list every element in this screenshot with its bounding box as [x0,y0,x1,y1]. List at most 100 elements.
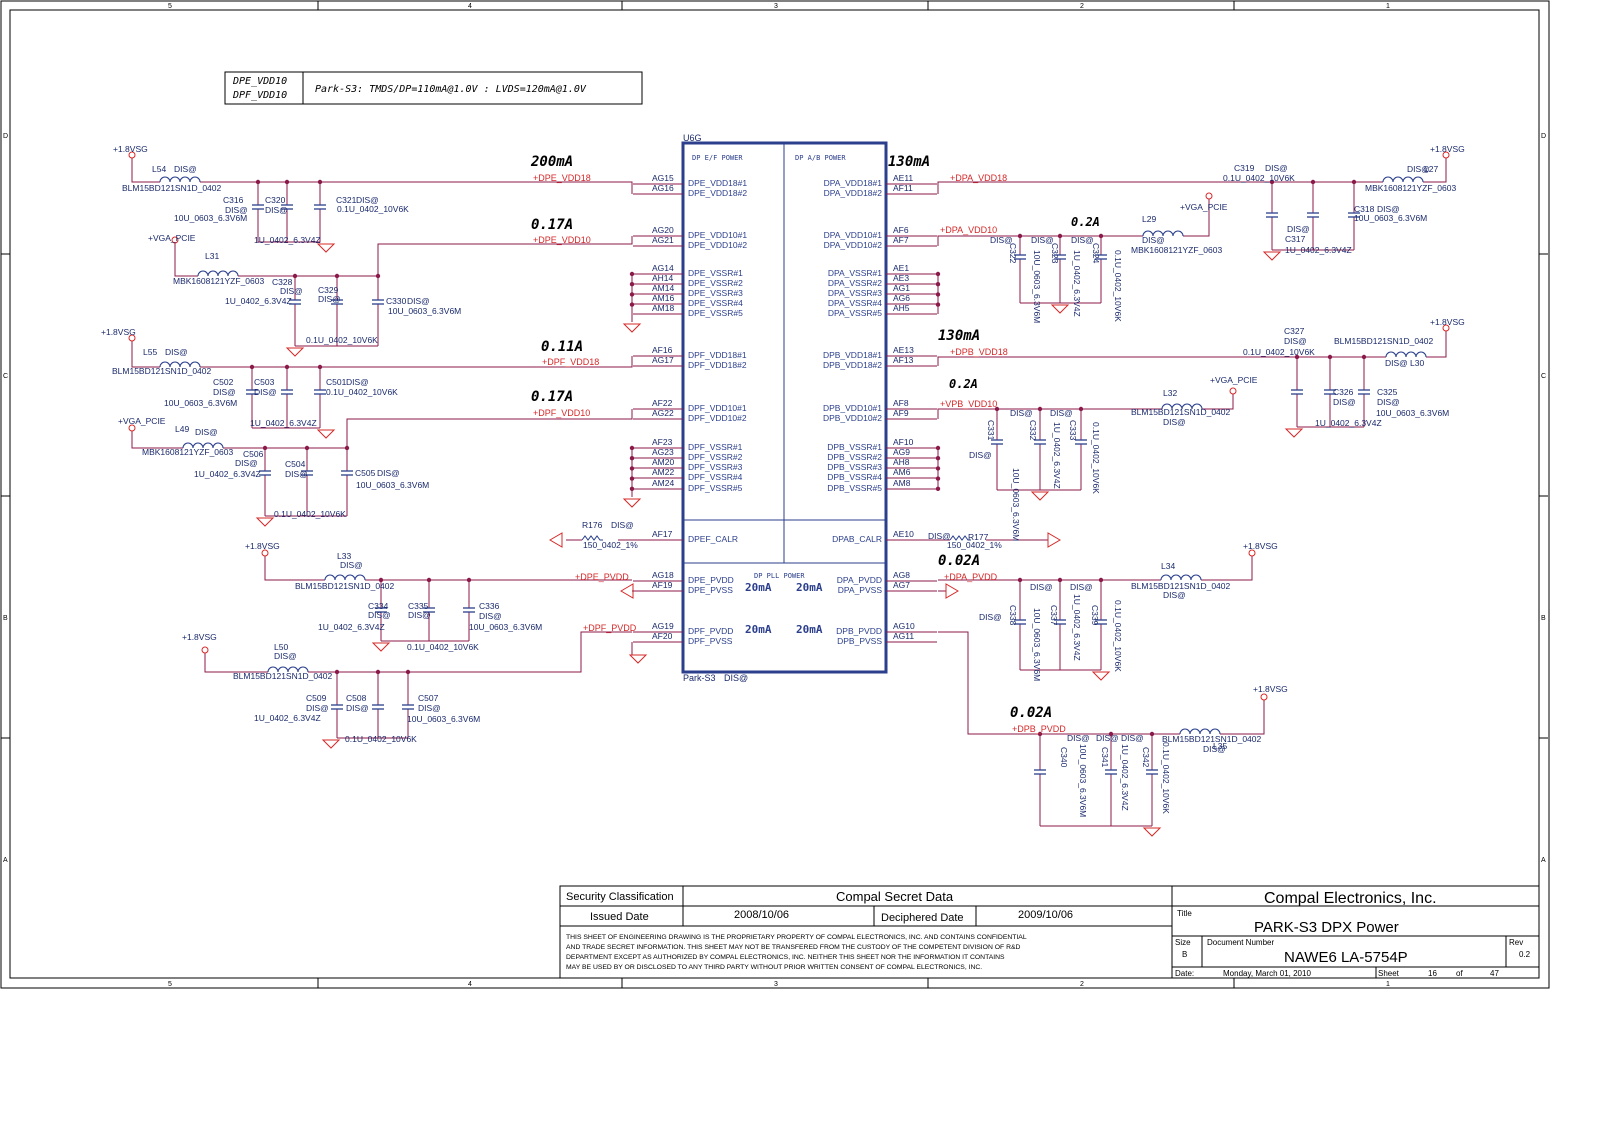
pin-name: DPE_VSSR#1 [688,268,743,278]
capacitor-icon [314,204,326,210]
capacitor-icon [1095,254,1107,260]
current-dpb-pvdd: 0.02A [1010,705,1052,721]
wire [346,409,633,448]
capacitor-ref: C322 [1008,243,1018,264]
resistor-value: 150_0402_1% [947,540,1002,550]
wire [131,341,160,368]
capacitor-ref: C339 [1090,605,1100,626]
ground-icon [1142,827,1162,837]
junction-dot [629,486,635,491]
inductor-ref: L35 [1213,741,1227,751]
junction-dot [935,456,941,461]
inductor-dis: DIS@ [274,651,297,661]
junction-dot [629,445,635,451]
capacitor-dis: DIS@ [1070,582,1093,592]
capacitor-ref: C340 [1059,747,1069,768]
ground-icon [622,498,642,508]
pin-ball: AF8 [893,398,909,408]
capacitor-value: 0.1U_0402_10V6K [345,734,417,744]
capacitor-ref: C328 [272,277,293,287]
junction-dot [284,179,290,185]
pin-name: DPF_VDD10#1 [688,403,747,413]
junction-dot [1149,731,1155,737]
capacitor-dis: DIS@ [1333,397,1356,407]
pin-ball: AF7 [893,235,909,245]
pin-ball: AF19 [652,580,673,590]
capacitor-dis: DIS@ [356,195,379,205]
ground-icon [1050,304,1070,314]
inductor-icon [324,574,366,581]
junction-dot [1037,731,1043,737]
inductor-dis: DIS@ [1142,235,1165,245]
pin-ball: AF9 [893,408,909,418]
capacitor-value: 1U_0402_6.3V4Z [1285,245,1352,255]
capacitor-value: 1U_0402_6.3V4Z [1052,422,1062,489]
power-rail-icon [261,549,269,557]
junction-dot [629,292,635,297]
wire [320,356,633,368]
frame-row-label: B [3,615,8,622]
ground-icon [321,739,341,749]
wire [377,236,633,276]
pin-name: DPA_VDD10#1 [824,230,883,240]
wire [1202,394,1234,410]
capacitor-dis: DIS@ [285,469,308,479]
capacitor-value: 1U_0402_6.3V4Z [1072,250,1082,317]
pin-ball: AG23 [652,447,674,457]
pin-ball: AF23 [652,437,673,447]
capacitor-ref: C509 [306,693,327,703]
resistor-dis: DIS@ [611,520,634,530]
frame-col-label: 5 [168,981,172,988]
capacitor-dis: DIS@ [990,235,1013,245]
power-rail-icon [1442,151,1450,159]
junction-dot [1057,577,1063,583]
title-block: Security Classification Compal Secret Da… [559,885,1540,979]
wire [937,235,1020,246]
capacitor-ref: C317 [1285,234,1306,244]
capacitor-ref: C502 [213,377,234,387]
pin-ball: AG6 [893,293,910,303]
inductor-dis: DIS@ [1385,358,1408,368]
ground-icon [316,429,336,439]
power-rail-icon [171,236,179,244]
wire [204,653,268,673]
capacitor-ref: C321 [336,195,357,205]
capacitor-ref: C342 [1141,747,1151,768]
capacitor-icon [1105,769,1117,775]
inductor-part: BLM15BD121SN1D_0402 [112,366,212,376]
junction-dot [935,476,941,481]
junction-dot [1108,731,1114,737]
pin-name: DPE_VDD18#1 [688,178,747,188]
capacitor-dis: DIS@ [479,611,502,621]
pin-name: DPA_VSSR#2 [828,278,882,288]
pin-name: DPF_VDD18#1 [688,350,747,360]
capacitor-icon [1054,619,1066,625]
frame-col-label: 4 [468,3,472,10]
current-dpf-vdd10: 0.17A [531,389,573,405]
pin-name: DPA_VDD18#2 [824,188,883,198]
inductor-part: MBK1608121YZF_0603 [1365,183,1456,193]
pin-ball: AG21 [652,235,674,245]
frame-col-label: 1 [1386,981,1390,988]
disclaimer-line-4: MAY BE USED BY OR DISCLOSED TO ANY THIRD… [566,964,982,971]
pin-ball: AM8 [893,478,911,488]
pin-name: DPB_VSSR#3 [827,462,882,472]
inductor-icon [1179,728,1221,735]
capacitor-ref: C503 [254,377,275,387]
capacitor-icon [402,704,414,710]
capacitor-icon [259,470,271,476]
capacitor-icon [314,389,326,395]
inductor-dis: DIS@ [1407,164,1430,174]
capacitor-value: 0.1U_0402_10V6K [1223,173,1295,183]
capacitor-dis: DIS@ [280,286,303,296]
inductor-icon [159,361,201,368]
wire [131,431,183,449]
junction-dot [629,466,635,471]
capacitor-ref: C316 [223,195,244,205]
inductor-dis: DIS@ [340,560,363,570]
junction-dot [334,669,340,675]
pin-name: DPE_VSSR#4 [688,298,743,308]
inductor-part: BLM15BD121SN1D_0402 [1162,734,1262,744]
capacitor-ref: C505 [355,468,376,478]
capacitor-dis: DIS@ [418,703,441,713]
